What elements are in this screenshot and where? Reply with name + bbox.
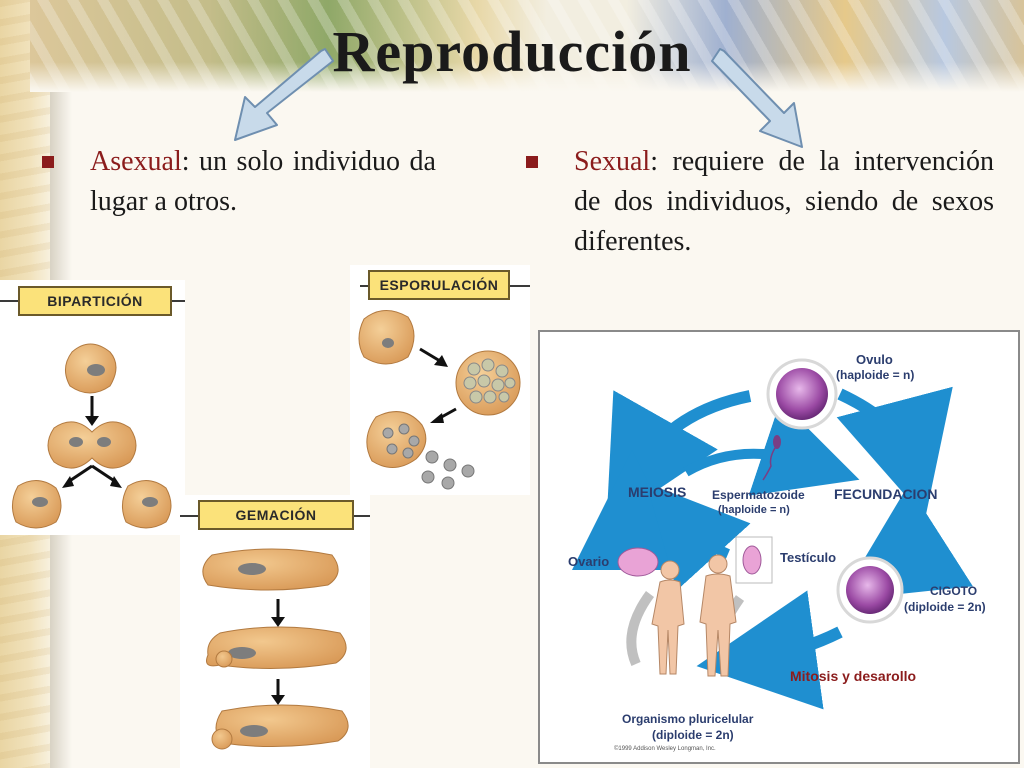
slide-title: Reproducción [332,19,692,84]
cigoto-label: CIGOTO [930,584,978,598]
binary-fission-diagram [12,343,172,529]
biparticion-figure: BIPARTICIÓN [0,280,185,535]
esporulacion-label: ESPORULACIÓN [368,270,510,300]
sporulation-diagram [358,310,521,490]
cigoto-ploidy: (diploide = 2n) [904,600,986,614]
asexual-text: : un solo individuo da lugar a otros. [90,146,436,217]
mitosis-label: Mitosis y desarollo [790,668,917,684]
life-cycle-diagram [572,358,973,710]
biparticion-label: BIPARTICIÓN [18,286,172,316]
left-arrow-icon [234,48,334,141]
bullet-icon [42,156,54,168]
gemacion-figure: GEMACIÓN [180,495,370,768]
espermatozoide-label: Espermatozoide [712,488,805,502]
espermatozoide-ploidy: (haploide = n) [718,504,790,516]
title-banner [30,0,1024,92]
ovulo-ploidy: (haploide = n) [836,368,915,382]
asexual-definition: Asexual: un solo individuo da lugar a ot… [42,142,436,222]
testiculo-label: Testículo [780,550,837,565]
asexual-keyword: Asexual [90,146,182,177]
organismo-label: Organismo pluricelular [622,712,754,726]
right-arrow-icon [711,48,803,148]
meiosis-label: MEIOSIS [628,484,687,500]
ovario-label: Ovario [568,554,610,569]
gemacion-label: GEMACIÓN [198,500,354,530]
sexual-keyword: Sexual [574,146,651,177]
life-cycle-figure: Ovulo (haploide = n) MEIOSIS Espermatozo… [538,330,1020,764]
sexual-text: : requiere de la intervención de dos ind… [574,146,994,257]
organismo-ploidy: (diploide = 2n) [652,728,734,742]
budding-diagram [202,548,349,750]
ovulo-label: Ovulo [856,352,893,367]
bullet-icon [526,156,538,168]
esporulacion-figure: ESPORULACIÓN [350,265,530,495]
sexual-definition: Sexual: requiere de la intervención de d… [526,142,994,262]
copyright-note: ©1999 Addison Wesley Longman, Inc. [614,746,716,752]
fecundacion-label: FECUNDACION [834,486,938,502]
